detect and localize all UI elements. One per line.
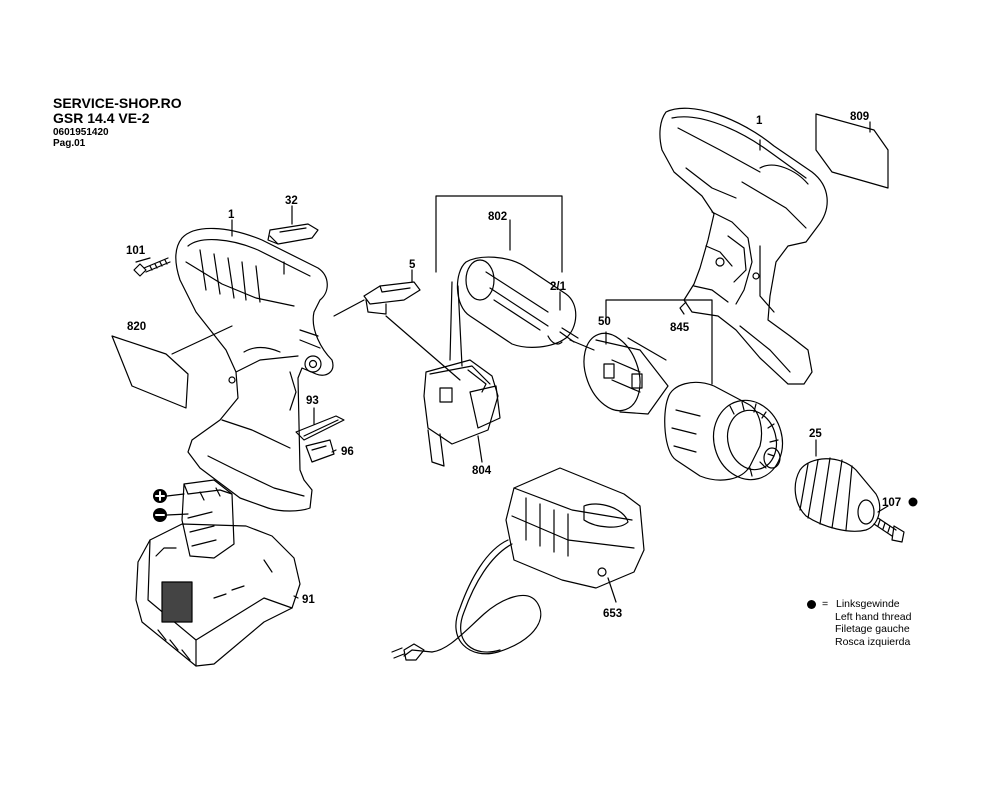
callout-leaders xyxy=(135,121,889,603)
motor-part xyxy=(449,256,579,367)
battery-part xyxy=(135,479,301,667)
legend-line-de: Linksgewinde xyxy=(836,598,900,610)
callout-label-809: 809 xyxy=(850,111,869,123)
callout-clip-96: 96 xyxy=(341,446,354,458)
chuck-25-part xyxy=(794,457,881,532)
callout-housing-right: 1 xyxy=(756,115,763,127)
switch-804-part xyxy=(423,359,501,467)
housing-right-part xyxy=(659,107,828,385)
callout-switch-804: 804 xyxy=(472,465,492,477)
legend-first-row: = Linksgewinde xyxy=(807,598,911,611)
diagram-header: SERVICE-SHOP.RO GSR 14.4 VE-2 0601951420… xyxy=(53,96,182,149)
label-809-part xyxy=(815,113,889,189)
callout-motor-802: 802 xyxy=(488,211,507,223)
callout-chuck-25: 25 xyxy=(809,428,822,440)
callout-housing-left: 1 xyxy=(228,209,235,221)
callout-charger-653: 653 xyxy=(603,608,622,620)
legend-line-es: Rosca izquierda xyxy=(835,635,911,648)
charger-part xyxy=(391,467,645,661)
callout-cover: 32 xyxy=(285,195,298,207)
housing-left-part xyxy=(175,227,334,512)
label-820-part xyxy=(111,335,189,409)
ring-50-part xyxy=(583,332,669,415)
callout-switch-part-5: 5 xyxy=(409,259,416,271)
callout-screw-101: 101 xyxy=(126,245,146,257)
part-number: 0601951420 xyxy=(53,127,109,138)
cover-part xyxy=(267,223,319,245)
page-number: Pag.01 xyxy=(53,138,86,149)
clip-93-part xyxy=(295,415,345,441)
legend-dot-icon xyxy=(807,599,816,609)
shop-name: SERVICE-SHOP.RO xyxy=(53,95,182,111)
callout-motor-2-1: 2/1 xyxy=(550,281,567,293)
legend-line-fr: Filetage gauche xyxy=(835,623,910,635)
legend: = Linksgewinde Left hand thread Filetage … xyxy=(807,598,911,648)
gearbox-845-part xyxy=(664,381,784,481)
clip-96-part xyxy=(305,439,335,463)
callout-battery-91: 91 xyxy=(302,594,315,606)
callout-clip-93: 93 xyxy=(306,395,319,407)
screw-101-part xyxy=(133,257,171,277)
model-name: GSR 14.4 VE-2 xyxy=(53,110,150,126)
callout-label-820: 820 xyxy=(127,321,146,333)
legend-line-en: Left hand thread xyxy=(835,610,912,623)
switch-part-5 xyxy=(363,281,421,315)
left-hand-thread-dot xyxy=(908,497,918,507)
callout-screw-107: 107 xyxy=(882,497,901,509)
legend-equals: = xyxy=(822,598,829,610)
callout-ring-50: 50 xyxy=(598,316,611,328)
callout-gearbox-845: 845 xyxy=(670,322,690,334)
screw-107-part xyxy=(873,517,905,543)
polarity-markers xyxy=(153,489,189,522)
